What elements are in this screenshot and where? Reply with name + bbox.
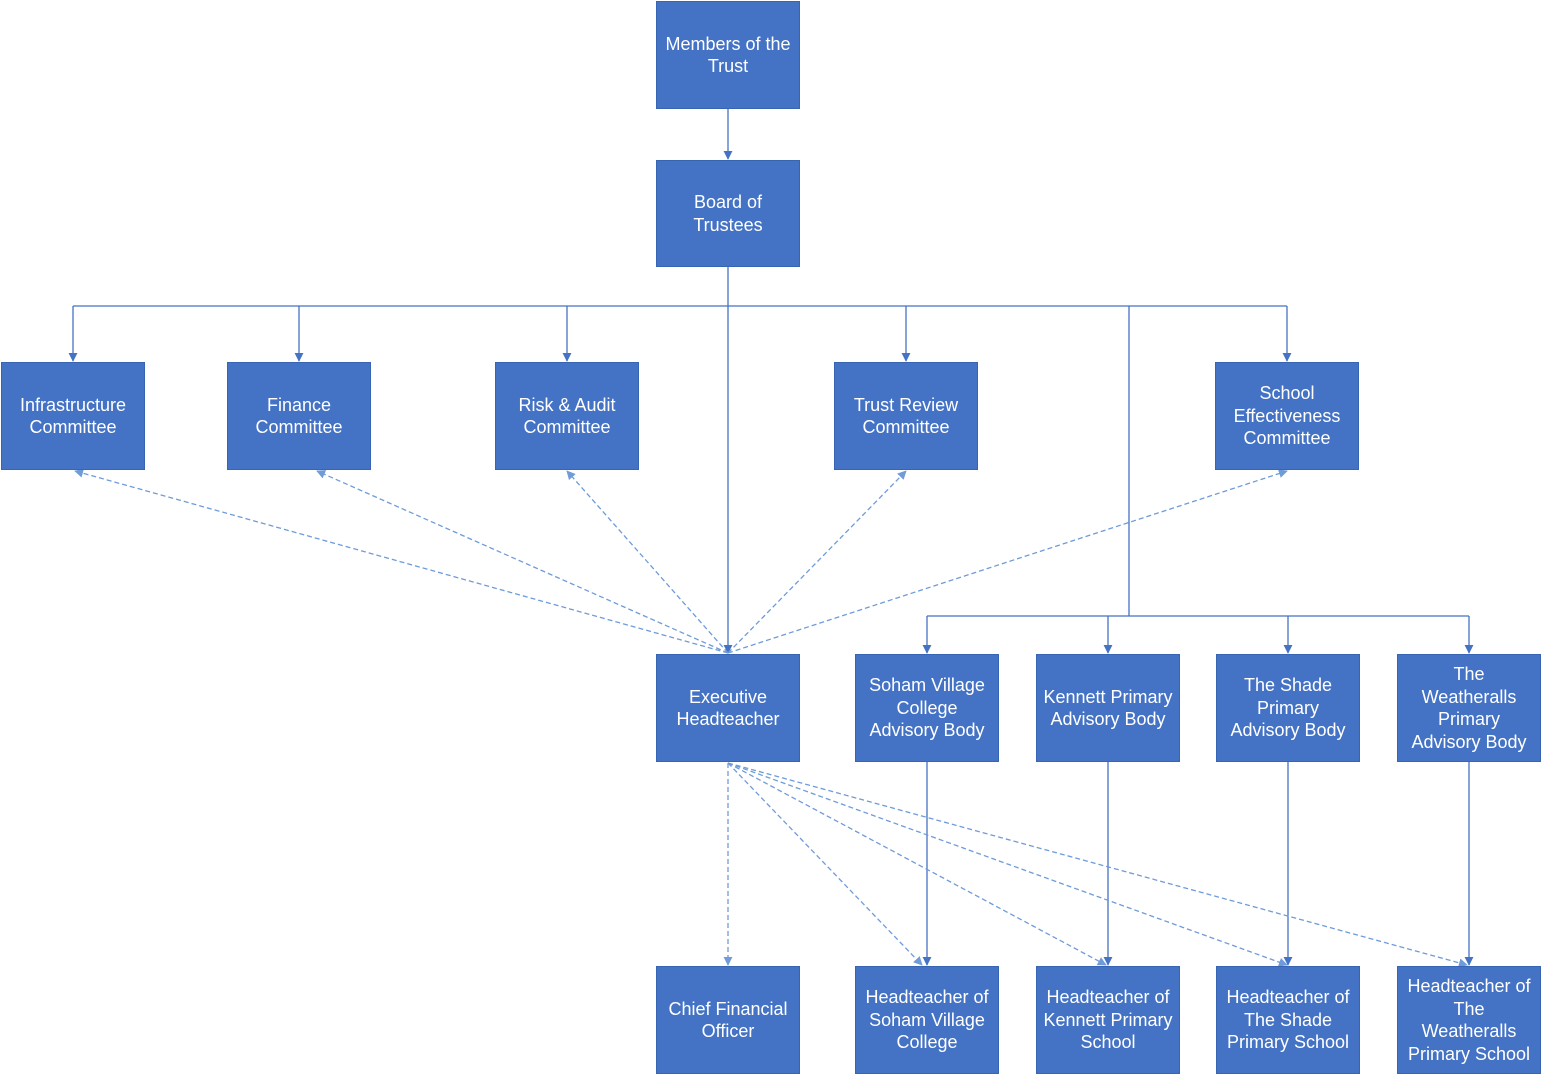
node-headteacher-kennett: Headteacher of Kennett Primary School xyxy=(1036,966,1180,1074)
node-label: Headteacher of The Weatheralls Primary S… xyxy=(1407,976,1531,1064)
node-label: Executive Headteacher xyxy=(676,686,780,730)
node-school-effectiveness-committee: School Effectiveness Committee xyxy=(1215,362,1359,470)
node-label: Headteacher of Soham Village College xyxy=(865,987,989,1053)
node-finance-committee: Finance Committee xyxy=(227,362,371,470)
node-risk-audit-committee: Risk & Audit Committee xyxy=(495,362,639,470)
dashed-exec-to-shade-head xyxy=(727,762,1288,967)
dashed-exec-to-school-effectiveness xyxy=(727,469,1288,654)
node-label: Soham Village College Advisory Body xyxy=(869,675,985,741)
node-executive-headteacher: Executive Headteacher xyxy=(656,654,800,762)
node-label: The Shade Primary Advisory Body xyxy=(1230,675,1346,741)
dashed-exec-to-finance xyxy=(316,470,729,654)
node-label: School Effectiveness Committee xyxy=(1233,383,1341,449)
node-trust-review-committee: Trust Review Committee xyxy=(834,362,978,470)
node-label: Headteacher of The Shade Primary School xyxy=(1226,987,1350,1053)
dashed-exec-to-weatheralls-head xyxy=(727,762,1468,968)
node-weatheralls-advisory-body: The Weatheralls Primary Advisory Body xyxy=(1397,654,1541,762)
node-kennett-advisory-body: Kennett Primary Advisory Body xyxy=(1036,654,1180,762)
node-label: Risk & Audit Committee xyxy=(518,394,616,438)
node-label: The Weatheralls Primary Advisory Body xyxy=(1411,664,1527,752)
dashed-exec-to-infrastructure xyxy=(74,468,729,654)
node-members-of-the-trust: Members of the Trust xyxy=(656,1,800,109)
node-label: Board of Trustees xyxy=(693,192,763,235)
node-label: Kennett Primary Advisory Body xyxy=(1043,686,1173,730)
dashed-exec-to-soham-head xyxy=(727,762,923,966)
node-label: Members of the Trust xyxy=(665,33,791,77)
node-chief-financial-officer: Chief Financial Officer xyxy=(656,966,800,1074)
node-label: Headteacher of Kennett Primary School xyxy=(1043,987,1173,1053)
dashed-exec-to-trust-review xyxy=(727,470,907,654)
node-label: Infrastructure Committee xyxy=(19,394,127,438)
node-headteacher-weatheralls: Headteacher of The Weatheralls Primary S… xyxy=(1397,966,1541,1074)
node-label: Trust Review Committee xyxy=(853,394,959,438)
dashed-exec-to-risk-audit xyxy=(566,470,729,654)
node-label: Chief Financial Officer xyxy=(668,998,788,1042)
node-shade-advisory-body: The Shade Primary Advisory Body xyxy=(1216,654,1360,762)
node-label: Finance Committee xyxy=(255,394,343,438)
node-infrastructure-committee: Infrastructure Committee xyxy=(1,362,145,470)
dashed-exec-to-kennett-head xyxy=(727,762,1107,966)
node-headteacher-soham: Headteacher of Soham Village College xyxy=(855,966,999,1074)
node-soham-advisory-body: Soham Village College Advisory Body xyxy=(855,654,999,762)
node-board-of-trustees: Board of Trustees xyxy=(656,160,800,267)
node-headteacher-shade: Headteacher of The Shade Primary School xyxy=(1216,966,1360,1074)
